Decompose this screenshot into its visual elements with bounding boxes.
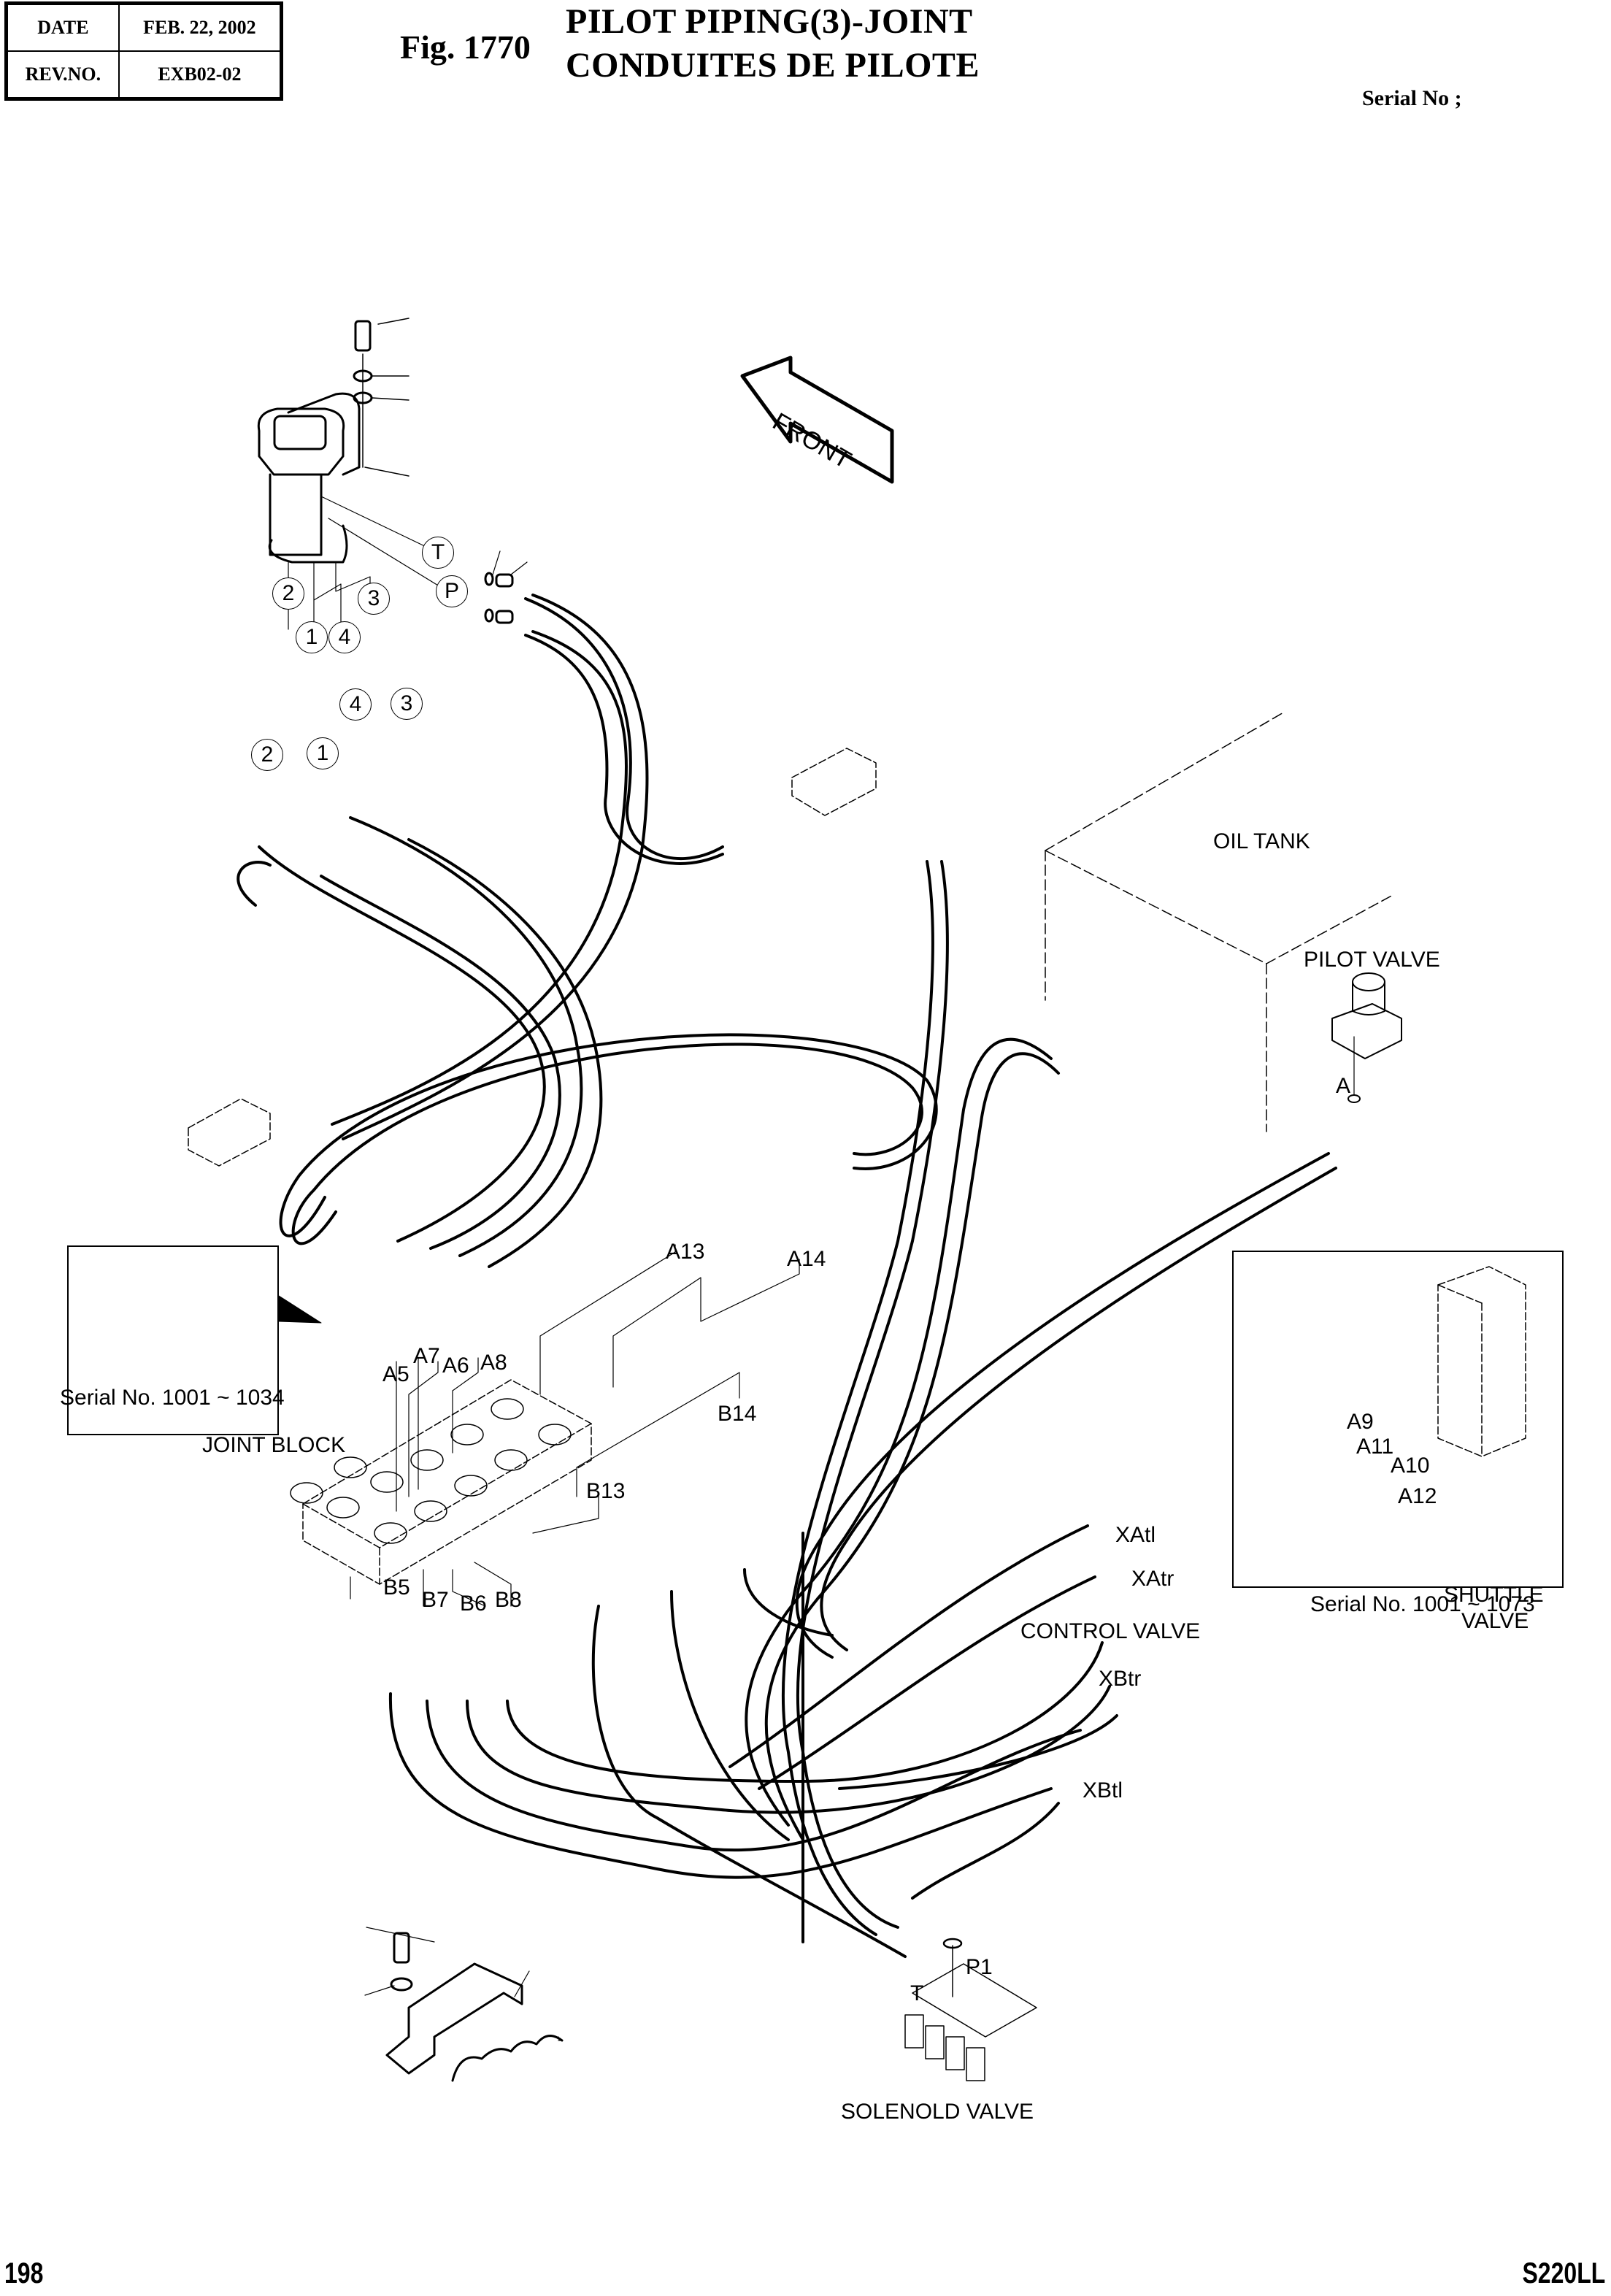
joint-block-label: JOINT BLOCK	[202, 1433, 346, 1457]
shuttle-valve-body	[1437, 1266, 1526, 1457]
inset-caption-1073: Serial No. 1001 ~ 1073	[1310, 1592, 1535, 1616]
shuttle-valve-label-line2: VALVE	[1461, 1609, 1529, 1633]
port-label-a: A	[1336, 1074, 1351, 1098]
port-marker-p: P	[436, 575, 468, 607]
date-label: DATE	[5, 2, 120, 52]
serial-label: Serial No ;	[1362, 86, 1462, 110]
model-code: S220LL	[1522, 2257, 1605, 2289]
inset-pointer-icon	[278, 1295, 322, 1324]
title-english: PILOT PIPING(3)-JOINT	[566, 2, 973, 41]
inset-box-serial-1001-1034	[67, 1245, 279, 1435]
port-label-b8: B8	[495, 1588, 522, 1612]
pilot-joystick-assembly	[257, 318, 446, 630]
port-marker-1: 1	[296, 621, 328, 653]
port-marker-2-mid: 2	[251, 739, 283, 771]
port-label-a9: A9	[1347, 1410, 1374, 1434]
pilot-valve-label: PILOT VALVE	[1304, 948, 1440, 972]
port-label-b6: B6	[460, 1592, 487, 1616]
solenoid-valve-body	[904, 1938, 1037, 2081]
clamp-bracket	[364, 1927, 564, 2082]
port-label-a5: A5	[382, 1362, 410, 1386]
front-arrow-icon	[740, 356, 894, 484]
upper-distribution-block	[791, 748, 877, 816]
control-valve-label: CONTROL VALVE	[1020, 1619, 1201, 1643]
port-label-a8: A8	[480, 1351, 507, 1375]
pilot-valve-body	[1331, 972, 1402, 1103]
hose-bundle-joint-block	[237, 816, 603, 1268]
port-label-a12: A12	[1398, 1484, 1437, 1508]
hose-pilot-valve-a	[795, 1152, 1337, 1659]
port-label-b14: B14	[718, 1402, 757, 1426]
port-label-a11: A11	[1356, 1435, 1394, 1459]
port-label-a6: A6	[442, 1354, 469, 1378]
port-label-a13: A13	[666, 1240, 705, 1264]
left-distribution-block	[188, 1098, 271, 1167]
port-label-t: T	[910, 1981, 924, 2005]
shuttle-valve-label-line1: SHUTTLE	[1444, 1583, 1544, 1607]
solenoid-valve-label: SOLENOLD VALVE	[841, 2100, 1034, 2124]
port-label-b7: B7	[422, 1588, 449, 1612]
hose-upper-block	[782, 860, 949, 1936]
port-marker-4-mid: 4	[339, 688, 372, 721]
port-label-xatr: XAtr	[1131, 1567, 1174, 1591]
port-label-a10: A10	[1391, 1454, 1430, 1478]
hose-bundle-main	[331, 594, 724, 1140]
page-number: 198	[4, 2257, 44, 2289]
rev-label: REV.NO.	[5, 50, 120, 100]
port-marker-t: T	[422, 537, 454, 569]
port-label-b5: B5	[383, 1575, 410, 1600]
port-label-a14: A14	[787, 1247, 826, 1271]
hose-oil-tank-return	[745, 1037, 1060, 1841]
joint-block-ports	[290, 1398, 572, 1544]
rev-value: EXB02-02	[118, 50, 282, 100]
port-marker-4: 4	[328, 621, 361, 653]
port-label-b13: B13	[586, 1479, 626, 1503]
figure-number: Fig. 1770	[400, 28, 531, 66]
inset-box-serial-1001-1073	[1232, 1251, 1564, 1588]
revision-table: DATE FEB. 22, 2002 REV.NO. EXB02-02	[4, 1, 283, 101]
port-marker-1-mid: 1	[307, 737, 339, 769]
hose-bundle-b-side	[388, 1532, 1111, 1958]
date-value: FEB. 22, 2002	[118, 2, 282, 52]
title-french: CONDUITES DE PILOTE	[566, 46, 980, 85]
port-label-a7: A7	[413, 1344, 440, 1368]
port-marker-3-mid: 3	[391, 688, 423, 720]
port-label-p1: P1	[966, 1955, 993, 1979]
port-label-xbtr: XBtr	[1099, 1667, 1142, 1691]
port-label-xatl: XAtl	[1115, 1523, 1156, 1547]
hose-control-valve	[728, 1524, 1118, 1900]
oil-tank-label: OIL TANK	[1213, 829, 1310, 853]
port-marker-3: 3	[358, 583, 390, 615]
port-label-xbtl: XBtl	[1083, 1778, 1123, 1802]
joint-block	[302, 1379, 592, 1585]
port-marker-2: 2	[272, 577, 304, 610]
inset-caption-1034: Serial No. 1001 ~ 1034	[60, 1386, 285, 1410]
tp-fittings	[484, 550, 528, 624]
oil-tank-outline	[1045, 711, 1395, 1132]
hose-loop-middle	[279, 1033, 938, 1245]
leader-lines	[350, 1244, 800, 1607]
